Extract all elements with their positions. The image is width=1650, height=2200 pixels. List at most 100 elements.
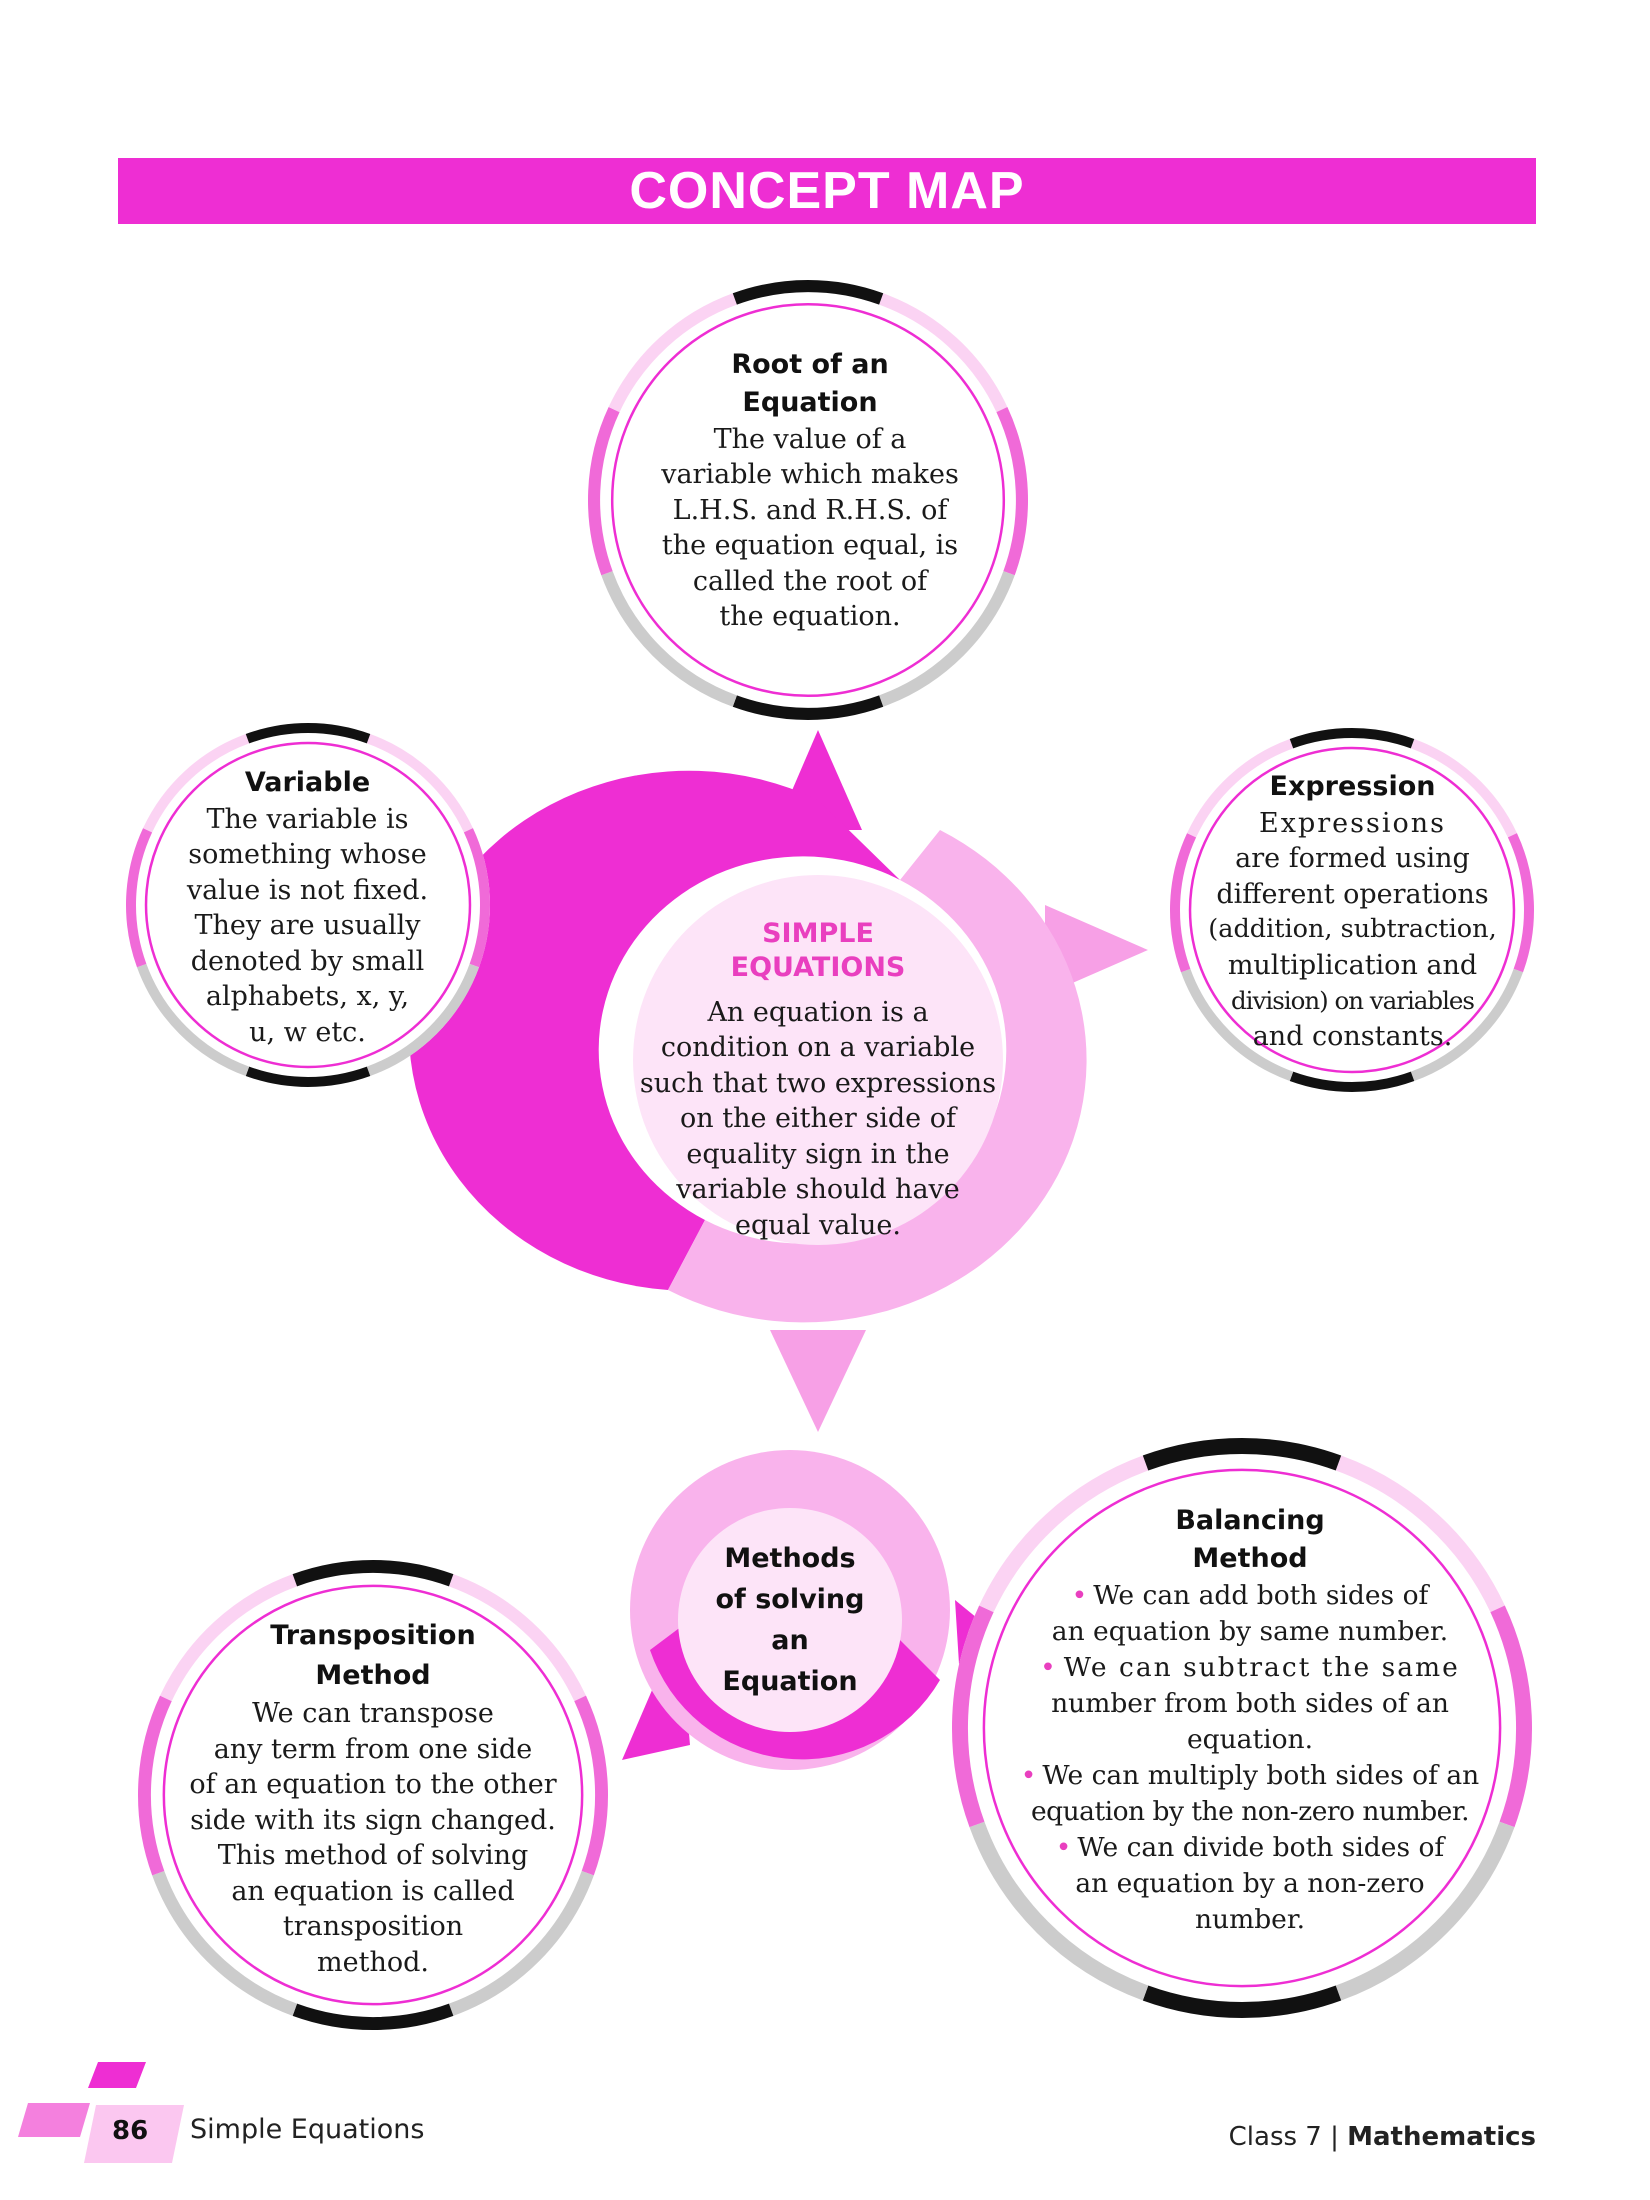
bullet-icon: • (1040, 1652, 1058, 1683)
balancing-item-4-line-2: an equation by a non-zero (1075, 1868, 1425, 1899)
transposition-circle (138, 1560, 608, 2030)
balancing-item-1-line-2: an equation by same number. (1051, 1616, 1449, 1647)
methods-title-1: Methods (724, 1543, 856, 1574)
variable-circle-bg (126, 723, 490, 1087)
expression-ring-segment (1180, 968, 1294, 1082)
balancing-title-2: Method (1192, 1543, 1308, 1574)
variable-ring-segment (366, 963, 480, 1077)
transposition-line-8: method. (317, 1946, 429, 1978)
variable-ring-segment (126, 828, 153, 968)
expression-ring-segment (1289, 728, 1415, 749)
variable-line-6: alphabets, x, y, (205, 981, 410, 1013)
footer-tabs-decoration (18, 2062, 184, 2163)
root-circle (588, 280, 1028, 720)
hub-inner-circle (633, 875, 1003, 1245)
variable-line-3: value is not fixed. (186, 874, 429, 906)
balancing-ring-segment (979, 1455, 1149, 1613)
transposition-line-6: an equation is called (231, 1875, 515, 1907)
balancing-circle (952, 1438, 1532, 2018)
transposition-line-1: We can transpose (252, 1698, 494, 1729)
center-line-1: An equation is a (707, 996, 929, 1028)
root-circle-bg (588, 280, 1028, 720)
methods-inner-circle (678, 1508, 902, 1732)
root-ring-segment (601, 571, 737, 707)
methods-hub (622, 1450, 1010, 1770)
transposition-line-4: side with its sign changed. (190, 1804, 556, 1836)
variable-ring-segment (136, 963, 250, 1077)
transposition-title-2: Method (315, 1660, 431, 1691)
variable-ring-segment (143, 733, 250, 833)
center-line-5: equality sign in the (686, 1138, 950, 1170)
variable-line-2: something whose (188, 839, 427, 871)
balancing-item-2-line-2: number from both sides of an (1051, 1688, 1449, 1719)
expression-line-7: and constants. (1252, 1020, 1453, 1052)
root-ring-segment (732, 280, 884, 305)
transposition-ring-segment (574, 1695, 608, 1876)
footer-tab-top (88, 2062, 146, 2088)
transposition-line-5: This method of solving (217, 1840, 529, 1871)
balancing-item-2-line-1: We can subtract the same (1063, 1652, 1460, 1683)
root-ring-segment (732, 695, 884, 720)
expression-line-1: Expressions (1259, 807, 1446, 839)
transposition-ring-segment (448, 1870, 594, 2016)
expression-circle (1170, 728, 1534, 1092)
balancing-ring-segment (1335, 1455, 1505, 1613)
root-ring-segment (879, 293, 1008, 413)
footer-subject: Mathematics (1347, 2122, 1536, 2152)
expression-line-5: multiplication and (1227, 949, 1478, 981)
methods-text: Methods of solving an Equation (690, 1515, 890, 1725)
transposition-ring-segment (160, 1574, 298, 1702)
expression-ring-segment (1289, 1071, 1415, 1092)
footer-tab-main (84, 2105, 184, 2163)
center-line-7: equal value. (735, 1209, 901, 1241)
transposition-line-7: transposition (282, 1911, 464, 1942)
transposition-ring-segment (292, 2003, 454, 2030)
balancing-item-2-line-3: equation. (1186, 1724, 1314, 1755)
center-text: SIMPLE EQUATIONS An equation is a condit… (628, 910, 1008, 1250)
expression-line-3: different operations (1216, 878, 1489, 910)
balancing-inner-border (982, 1468, 1502, 1988)
expression-inner-border (1188, 746, 1516, 1074)
methods-title-4: Equation (722, 1666, 858, 1697)
expression-ring-segment (1410, 968, 1524, 1082)
balancing-item-4-line-1: We can divide both sides of (1077, 1832, 1445, 1863)
root-line-3: L.H.S. and R.H.S. of (672, 494, 948, 526)
concept-map-banner: CONCEPT MAP (118, 158, 1536, 224)
transposition-title-1: Transposition (270, 1620, 476, 1651)
balancing-list: •We can add both sides of an equation by… (1021, 1578, 1479, 1938)
center-line-2: condition on a variable (660, 1032, 976, 1064)
variable-line-5: denoted by small (190, 945, 425, 977)
balancing-ring-segment (1490, 1605, 1532, 1828)
root-line-5: called the root of (692, 565, 928, 597)
transposition-ring-segment (138, 1695, 172, 1876)
footer-class-subject: Class 7 | Mathematics (1229, 2122, 1536, 2152)
bullet-icon: • (1020, 1760, 1037, 1791)
methods-title-2: of solving (715, 1584, 865, 1615)
center-line-6: variable should have (676, 1174, 960, 1206)
satellite-circles (126, 280, 1534, 2030)
expression-line-4: (addition, subtraction, (1208, 914, 1497, 945)
methods-title-3: an (771, 1625, 809, 1656)
variable-inner-border (144, 741, 472, 1069)
root-ring-segment (879, 571, 1015, 707)
balancing-item-3-line-2: equation by the non-zero number. (1030, 1796, 1470, 1827)
expression-ring-segment (1410, 738, 1517, 838)
expression-line-6: division) on variables (1231, 986, 1475, 1016)
hub-ring (408, 770, 1087, 1323)
variable-ring-segment (245, 1066, 371, 1087)
balancing-ring-segment (969, 1821, 1149, 2001)
root-line-6: the equation. (719, 601, 901, 632)
balancing-title-1: Balancing (1175, 1505, 1325, 1536)
bullet-icon: • (1055, 1832, 1072, 1863)
transposition-text: Transposition Method We can transpose an… (178, 1608, 568, 1988)
balancing-ring-segment (952, 1605, 994, 1828)
expression-line-2: are formed using (1235, 843, 1470, 875)
banner-title: CONCEPT MAP (629, 162, 1025, 220)
transposition-ring-segment (448, 1574, 586, 1702)
balancing-item-1: •We can add both sides of an equation by… (1021, 1578, 1479, 1650)
expression-text: Expression Expressions are formed using … (1185, 756, 1520, 1066)
root-line-4: the equation equal, is (661, 530, 959, 561)
center-line-4: on the either side of (680, 1103, 956, 1135)
variable-line-1: The variable is (206, 803, 409, 835)
